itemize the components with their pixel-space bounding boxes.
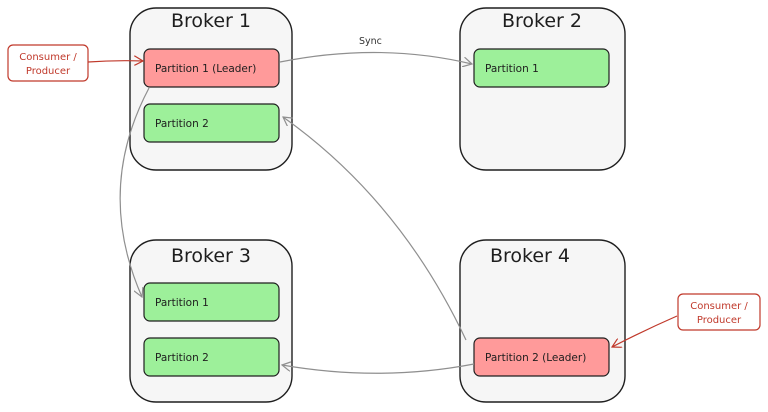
broker-4-to-broker-3-arrow xyxy=(282,364,475,374)
client-box xyxy=(7,44,89,82)
partition-label: Partition 2 xyxy=(155,118,209,130)
broker-4-partition-2: Partition 2 (Leader) xyxy=(473,337,610,377)
client-label-line1: Consumer / xyxy=(690,301,748,312)
partition-follower-rect xyxy=(143,337,280,377)
broker-1-partition-1: Partition 1 (Leader) xyxy=(143,48,280,88)
client-2-to-broker-4-arrow xyxy=(612,315,678,347)
broker-1-title: Broker 1 xyxy=(171,10,251,32)
broker-2-box xyxy=(459,7,626,171)
sync-label: Sync xyxy=(359,36,382,47)
broker-3-partition-2: Partition 2 xyxy=(143,337,280,377)
broker-3-title: Broker 3 xyxy=(171,245,251,267)
broker-2: Broker 2 Partition 1 xyxy=(459,7,626,171)
partition-follower-rect xyxy=(473,48,610,88)
sync-arrow xyxy=(279,51,472,64)
broker-2-partition-1: Partition 1 xyxy=(473,48,610,88)
partition-leader-rect xyxy=(473,337,610,377)
broker-2-title: Broker 2 xyxy=(502,10,582,32)
partition-follower-rect xyxy=(143,103,280,143)
broker-3: Broker 3 Partition 1 Partition 2 xyxy=(129,239,293,403)
partition-label: Partition 1 xyxy=(485,63,539,75)
broker-4: Broker 4 Partition 2 (Leader) xyxy=(459,239,626,403)
partition-leader-rect xyxy=(143,48,280,88)
partition-label: Partition 2 (Leader) xyxy=(485,352,586,364)
partition-follower-rect xyxy=(143,282,280,322)
broker-1-to-broker-3-arrow xyxy=(119,87,150,297)
broker-3-partition-1: Partition 1 xyxy=(143,282,280,322)
partition-label: Partition 1 (Leader) xyxy=(155,63,256,75)
client-label-line2: Producer xyxy=(697,315,742,326)
client-1-to-broker-1-arrow xyxy=(87,61,143,62)
consumer-producer-client-1: Consumer / Producer xyxy=(7,44,89,82)
broker-1-partition-2: Partition 2 xyxy=(143,103,280,143)
broker-4-title: Broker 4 xyxy=(490,245,570,267)
partition-label: Partition 2 xyxy=(155,352,209,364)
broker-1: Broker 1 Partition 1 (Leader) Partition … xyxy=(129,7,293,171)
broker-4-to-broker-1-arrow xyxy=(283,117,467,341)
client-label-line2: Producer xyxy=(26,66,71,77)
partition-label: Partition 1 xyxy=(155,297,209,309)
broker-1-box xyxy=(129,7,293,171)
client-label-line1: Consumer / xyxy=(19,52,77,63)
consumer-producer-client-2: Consumer / Producer xyxy=(677,293,761,331)
client-box xyxy=(677,293,761,331)
